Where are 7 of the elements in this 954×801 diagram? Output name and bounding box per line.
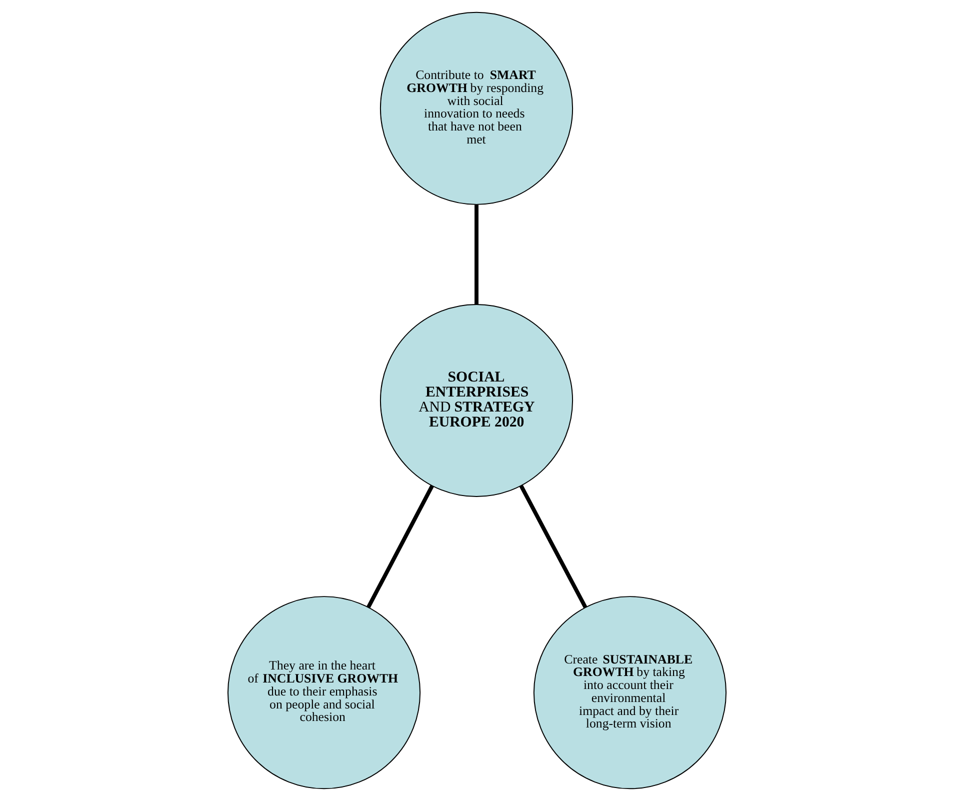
connector [474,204,478,304]
node-circle: They are in the heart of INCLUSIVE GROWTH due to their emphasis on people and social cohesion [227,596,421,790]
connector [366,484,434,608]
node-circle: SOCIAL ENTERPRISES AND STRATEGY EUROPE 2020 [380,304,574,498]
connector [519,484,588,608]
node-circle: Create SUSTAINABLE GROWTH by taking into account their environmental impact and by their long-term vision [533,596,727,790]
node-circle: Contribute to SMART GROWTH by responding with social innovation to needs that have not been met [380,12,574,205]
